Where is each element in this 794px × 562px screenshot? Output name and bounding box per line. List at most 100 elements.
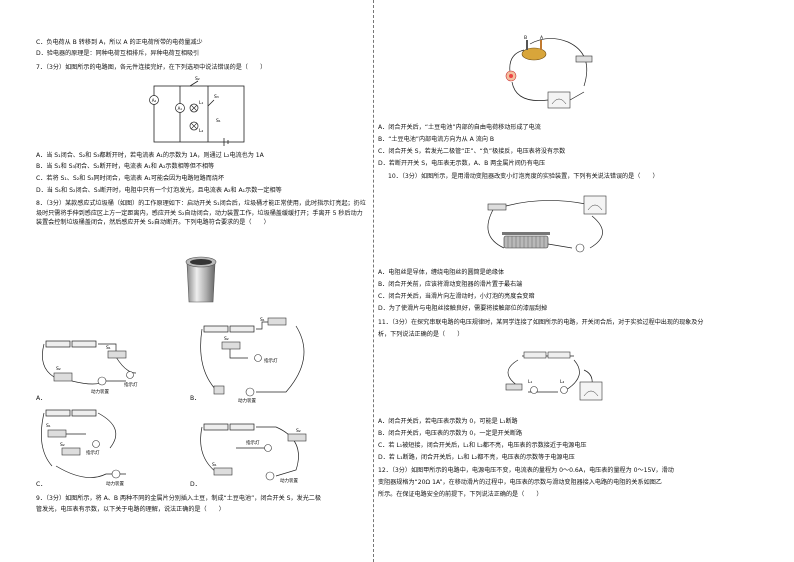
switch-s1-icon	[107, 350, 127, 359]
q10-rheostat-diagram	[487, 195, 607, 253]
q8-option-c-diagram: S₁ S₂ 指示灯 动力装置	[41, 409, 126, 487]
q10-option-d: D．为了使滑片与电阻丝接触良好，需要将接触部位的漆层刮掉	[378, 305, 548, 312]
q11-stem-line-2: 析，下列说法正确的是（ ）	[378, 331, 464, 338]
q8-stem: 8．（3分）某款感应式垃圾桶（如图）的工作原理如下：启动开关 S₁闭合后，垃圾桶…	[36, 200, 366, 227]
q7-stem: 7．（3分）如图所示的电路图，各元件连接完好，在下列选项中说法错误的是（ ）	[36, 64, 267, 71]
lamp-l1-icon	[530, 386, 538, 394]
q9-option-b: B．“土豆电池”内部电流方向为从 A 流向 B	[378, 136, 495, 143]
motor-icon	[97, 376, 107, 386]
motor-icon	[265, 471, 275, 481]
battery-icon	[547, 351, 571, 359]
switch-icon	[505, 383, 523, 391]
option-c-letter: C．	[36, 481, 47, 488]
battery-icon	[523, 351, 547, 359]
label-l1: L₁	[528, 379, 533, 385]
indicator-lamp-icon	[126, 371, 134, 379]
q12-stem-line-2: 变阻器规格为“20Ω 1A”，在移动滑片的过程中，电压表的示数与滑动变阻器接入电…	[378, 479, 662, 486]
q12-stem-line-3: 所示。在保证电路安全的前提下，下列说法正确的是（ ）	[378, 491, 543, 498]
indicator-lamp-icon	[92, 440, 100, 448]
label-l2: L₂	[199, 128, 204, 134]
label-motor: 动力装置	[280, 477, 298, 484]
label-a1: A₁	[178, 106, 183, 111]
label-l2: L₂	[560, 379, 565, 385]
motor-icon	[245, 387, 255, 397]
label-motor: 动力装置	[106, 480, 124, 487]
label-s1: S₁	[216, 118, 221, 124]
q10-stem: 10．（3分）如图所示，是用滑动变阻器改变小灯泡亮度的实验装置，下列有关说法错误…	[388, 173, 659, 180]
label-motor: 动力装置	[238, 397, 256, 404]
column-divider	[373, 0, 374, 562]
q10-option-a: A．电阻丝是导体，缠绕电阻丝的圆筒是绝缘体	[378, 269, 505, 276]
q9-potato-battery-diagram: B A	[505, 35, 593, 109]
label-s2: S₂	[195, 76, 200, 82]
label-indicator: 指示灯	[264, 357, 278, 364]
label-s1: S₁	[46, 423, 51, 429]
trash-bin-image	[185, 256, 217, 303]
q7-circuit-diagram: A₂ A₁ S₂ S₃ S₁ L₁ L₂	[149, 76, 245, 146]
q8-option-a-diagram: S₂ S₁ 动力装置 指示灯	[42, 340, 138, 395]
switch-s1-icon	[267, 317, 287, 326]
q7-option-a: A．当 S₁闭合、S₂和 S₃都断开时，若电流表 A₁的示数为 1A，则通过 L…	[36, 152, 264, 159]
left-column: C．负电荷从 B 转移到 A，所以 A 的正电荷所带的电荷量减少 D．验电器的原…	[0, 0, 372, 562]
q11-option-c: C．若 L₁被短接，闭合开关后，L₁和 L₂都不亮，电压表的示数接近于电源电压	[378, 442, 587, 449]
indicator-lamp-icon	[264, 444, 272, 452]
q9-option-a: A．闭合开关后，“土豆电池”内部的自由电荷移动形成了电流	[378, 124, 541, 131]
label-s2: S₂	[56, 366, 61, 372]
q7-option-d: D．当 S₁和 S₂闭合、S₃断开时，电阻中只有一个灯泡发光，且电流表 A₂和 …	[36, 187, 282, 194]
rheostat-icon	[503, 235, 549, 249]
switch-s2-icon	[53, 372, 73, 382]
label-s1: S₁	[260, 317, 265, 323]
q6-option-c: C．负电荷从 B 转移到 A，所以 A 的正电荷所带的电荷量减少	[36, 39, 203, 46]
motor-icon	[111, 469, 121, 479]
switch-s2-icon	[61, 447, 81, 456]
q9-option-c: C．闭合开关 S，若发光二极管“正”、“负”极接反，电压表将没有示数	[378, 148, 566, 155]
label-s2: S₂	[60, 442, 65, 448]
option-a-letter: A．	[36, 395, 47, 402]
q11-option-d: D．若 L₁断路，闭合开关后，L₁和 L₂都不亮，电压表的示数等于电源电压	[378, 454, 575, 461]
q8-option-b-diagram: S₁ S₂ 指示灯 动力装置	[200, 317, 305, 404]
q7-option-b: B．当 S₁和 S₃闭合、S₂断开时，电流表 A₁和 A₂示数相等但不相等	[36, 163, 215, 170]
q10-option-b: B．闭合开关前，应该将滑动变阻器的滑片置于最右端	[378, 281, 523, 288]
potato-icon	[521, 47, 547, 61]
ammeter-a2-icon	[149, 95, 159, 105]
q7-option-c: C．若将 S₁、S₂和 S₃同时闭合，电流表 A₁可能会因为电路短路而烧坏	[36, 175, 224, 182]
label-a: A	[540, 35, 544, 41]
q12-stem-line-1: 12．（3分）如图甲所示的电路中，电源电压不变，电流表的量程为 0～0.6A，电…	[378, 467, 674, 474]
q11-series-circuit-diagram: L₁ L₂	[505, 351, 603, 401]
label-s2: S₂	[224, 336, 229, 342]
q6-option-d: D．验电器的原理是：同种电荷互相排斥，异种电荷互相吸引	[36, 50, 200, 57]
option-d-letter: D．	[190, 481, 201, 488]
lamp-l2-icon	[560, 386, 568, 394]
switch-s1-icon	[47, 429, 67, 438]
q11-stem-line-1: 11．（3分）在探究串联电路的电压规律时，某同学连接了如图所示的电路，开关闭合后…	[378, 319, 704, 326]
option-b-letter: B．	[190, 395, 201, 402]
switch-s1-icon	[213, 467, 233, 476]
switch-icon	[487, 203, 507, 211]
q8-option-d-diagram: S₁ S₂ 指示灯 动力装置	[200, 423, 307, 484]
label-indicator: 指示灯	[124, 381, 138, 388]
label-l1: L₁	[199, 100, 204, 106]
switch-s2-icon	[221, 341, 241, 350]
label-s1: S₁	[212, 462, 217, 468]
label-indicator: 指示灯	[246, 439, 260, 446]
label-s2: S₂	[296, 428, 301, 434]
q9-option-d: D．若断开开关 S，电压表无示数，A、B 两金属片间仍有电压	[378, 160, 546, 167]
switch-s2-icon	[287, 433, 307, 442]
label-b: B	[524, 35, 527, 41]
q10-option-c: C．闭合开关后，当滑片向左滑动时，小灯泡的亮度会变暗	[378, 293, 535, 300]
indicator-lamp-icon	[254, 354, 262, 362]
q9-stem-line-2: 管发光，电压表有示数，以下关于电路的理解，说法正确的是（ ）	[36, 506, 225, 513]
q11-option-a: A．闭合开关后，若电压表示数为 0，可能是 L₁断路	[378, 418, 518, 425]
q11-option-b: B．闭合开关后，电压表的示数为 0，一定是开关断路	[378, 430, 523, 437]
label-s1: S₁	[106, 345, 111, 351]
q9-stem-line-1: 9．（3分）如图所示，将 A、B 两种不同的金属片分别插入土豆，制成“土豆电池”…	[36, 495, 321, 502]
label-s3: S₃	[214, 94, 219, 100]
label-motor: 动力装置	[91, 388, 109, 395]
switch-icon	[575, 55, 593, 63]
ammeter-a1-icon	[175, 103, 185, 113]
voltmeter-icon	[547, 91, 571, 109]
lamp-icon	[575, 243, 585, 253]
label-a2: A₂	[152, 98, 157, 103]
label-indicator: 指示灯	[86, 449, 100, 456]
right-column: B A A．闭合开关后，“土豆电池”内部的自由电荷移动形成了电流 B．“土豆电池…	[378, 0, 794, 562]
